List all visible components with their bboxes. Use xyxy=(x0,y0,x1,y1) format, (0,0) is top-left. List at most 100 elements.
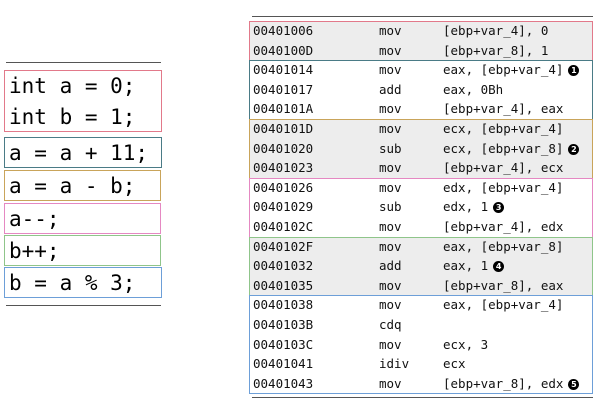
operands-text: edx, [ebp+var_4] xyxy=(443,179,564,195)
source-line: int b = 1; xyxy=(9,105,136,129)
assembly-bottom-rule xyxy=(252,397,593,398)
source-line: b = a % 3; xyxy=(9,271,136,295)
instruction-mnemonic: mov xyxy=(379,62,402,78)
instruction-mnemonic: mov xyxy=(379,42,402,58)
instruction-operands: ecx xyxy=(443,354,466,374)
instruction-mnemonic: sub xyxy=(379,199,402,215)
assembly-top-rule xyxy=(252,16,593,17)
instruction-mnemonic: mov xyxy=(379,160,402,176)
operands-text: [ebp+var_4], eax xyxy=(443,101,564,117)
instruction-operands: eax, 1 4 xyxy=(443,256,505,276)
operands-text: ecx, [ebp+var_4] xyxy=(443,121,564,136)
operands-text: eax, [ebp+var_8] xyxy=(443,238,564,254)
operands-text: ecx, 3 xyxy=(443,336,489,352)
source-block-3: a = a - b; xyxy=(4,170,161,201)
source-block-4: a--; xyxy=(4,203,161,234)
step-marker-icon: 2 xyxy=(568,143,580,155)
instruction-operands: [ebp+var_8], edx 5 xyxy=(443,374,580,394)
instruction-address: 00401035 xyxy=(253,277,314,293)
instruction-address: 0040103C xyxy=(253,336,314,352)
source-line: a--; xyxy=(9,207,60,231)
operands-text: [ebp+var_4], ecx xyxy=(443,160,564,176)
operands-text: [ebp+var_8], eax xyxy=(443,277,564,293)
instruction-mnemonic: mov xyxy=(379,101,402,117)
source-block-6: b = a % 3; xyxy=(4,267,162,298)
instruction-mnemonic: mov xyxy=(379,277,402,293)
instruction-address: 00401014 xyxy=(253,62,314,78)
instruction-operands: [ebp+var_4], ecx xyxy=(443,158,563,178)
source-line: a = a + 11; xyxy=(9,141,149,165)
instruction-mnemonic: idiv xyxy=(379,356,410,372)
instruction-address: 00401029 xyxy=(253,199,314,215)
source-block-2: a = a + 11; xyxy=(4,137,162,168)
instruction-address: 00401043 xyxy=(253,375,314,391)
instruction-address: 00401017 xyxy=(253,81,314,97)
instruction-operands: edx, [ebp+var_4] xyxy=(443,178,563,198)
instruction-operands: eax, [ebp+var_4] 1 xyxy=(443,60,580,80)
step-marker-icon: 3 xyxy=(493,202,505,214)
instruction-mnemonic: mov xyxy=(379,375,402,391)
source-block-5: b++; xyxy=(4,235,161,266)
operands-text: eax, [ebp+var_4] xyxy=(443,297,564,313)
source-line: a = a - b; xyxy=(9,174,136,198)
instruction-operands: edx, 1 3 xyxy=(443,197,505,217)
instruction-operands: ecx, [ebp+var_8] 2 xyxy=(443,139,580,159)
instruction-address: 00401032 xyxy=(253,258,314,274)
instruction-operands: [ebp+var_4], edx xyxy=(443,217,563,237)
source-top-rule xyxy=(6,62,161,63)
instruction-address: 00401023 xyxy=(253,160,314,176)
instruction-address: 0040101A xyxy=(253,101,314,117)
instruction-mnemonic: mov xyxy=(379,23,402,38)
operands-text: ecx xyxy=(443,356,466,372)
instruction-address: 00401020 xyxy=(253,140,314,156)
instruction-mnemonic: mov xyxy=(379,121,402,136)
instruction-address: 0040100D xyxy=(253,42,314,58)
step-marker-icon: 1 xyxy=(568,65,580,77)
operands-text: edx, 1 xyxy=(443,199,489,215)
instruction-mnemonic: mov xyxy=(379,238,402,254)
instruction-operands: ecx, [ebp+var_4] xyxy=(443,119,563,139)
instruction-address: 0040103B xyxy=(253,316,314,332)
operands-text: [ebp+var_4], 0 xyxy=(443,23,549,38)
instruction-mnemonic: mov xyxy=(379,297,402,313)
operands-text: eax, [ebp+var_4] xyxy=(443,62,564,78)
instruction-operands: eax, [ebp+var_8] xyxy=(443,237,563,257)
instruction-mnemonic: add xyxy=(379,258,402,274)
source-line: int a = 0; xyxy=(9,74,136,98)
source-bottom-rule xyxy=(6,305,161,306)
instruction-address: 00401026 xyxy=(253,179,314,195)
instruction-mnemonic: cdq xyxy=(379,316,402,332)
assembly-block-1: 00401006 mov [ebp+var_4], 0 0040100D mov [ebp… xyxy=(249,21,593,62)
instruction-address: 0040101D xyxy=(253,121,314,136)
operands-text: eax, 1 xyxy=(443,258,489,274)
instruction-operands: [ebp+var_4], eax xyxy=(443,99,563,119)
operands-text: [ebp+var_4], edx xyxy=(443,218,564,234)
step-marker-icon: 5 xyxy=(568,378,580,390)
instruction-operands: [ebp+var_8], 1 xyxy=(443,41,548,61)
operands-text: ecx, [ebp+var_8] xyxy=(443,140,564,156)
operands-text: eax, 0Bh xyxy=(443,81,504,97)
step-marker-icon: 4 xyxy=(493,261,505,273)
operands-text: [ebp+var_8], edx xyxy=(443,375,564,391)
instruction-operands: eax, [ebp+var_4] xyxy=(443,295,563,315)
assembly-block-2: 00401014 mov eax, [ebp+var_4] 1 00401017 add e… xyxy=(249,60,593,120)
instruction-mnemonic: mov xyxy=(379,218,402,234)
instruction-mnemonic: sub xyxy=(379,140,402,156)
instruction-mnemonic: add xyxy=(379,81,402,97)
assembly-block-4: 00401026 mov edx, [ebp+var_4] 00401029 sub ed… xyxy=(249,177,593,238)
instruction-operands: eax, 0Bh xyxy=(443,80,503,100)
instruction-address: 0040102F xyxy=(253,238,314,254)
instruction-operands: [ebp+var_8], eax xyxy=(443,276,563,296)
instruction-address: 0040102C xyxy=(253,218,314,234)
assembly-block-5: 0040102F mov eax, [ebp+var_8] 00401032 add ea… xyxy=(249,236,593,297)
assembly-block-3: 0040101D mov ecx, [ebp+var_4] 00401020 sub ec… xyxy=(249,119,593,179)
instruction-address: 00401038 xyxy=(253,297,314,313)
instruction-operands: ecx, 3 xyxy=(443,335,488,355)
instruction-address: 00401006 xyxy=(253,23,314,38)
instruction-mnemonic: mov xyxy=(379,179,402,195)
instruction-mnemonic: mov xyxy=(379,336,402,352)
source-block-1: int a = 0; int b = 1; xyxy=(4,70,162,132)
instruction-operands: [ebp+var_4], 0 xyxy=(443,21,548,41)
assembly-block-6: 00401038 mov eax, [ebp+var_4] 0040103B cdq 00… xyxy=(249,295,593,395)
operands-text: [ebp+var_8], 1 xyxy=(443,42,549,58)
